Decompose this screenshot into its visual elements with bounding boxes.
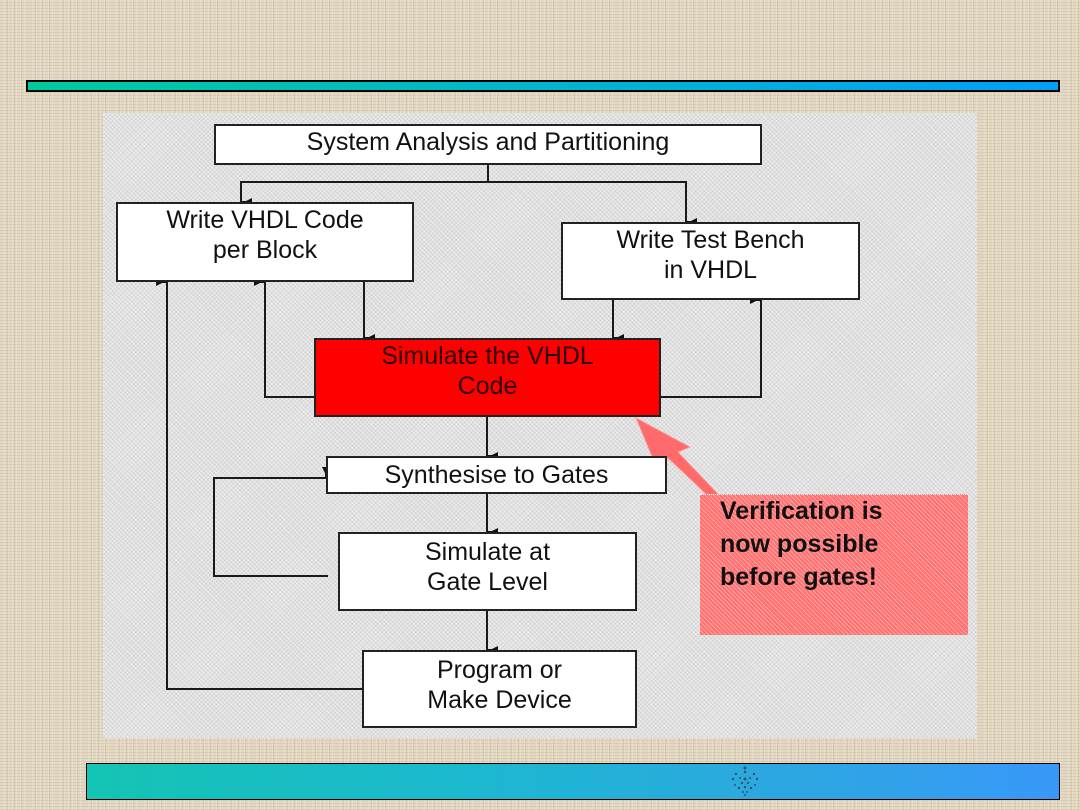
edge-split-to-write-vhdl bbox=[240, 181, 488, 206]
callout-line: before gates! bbox=[720, 563, 877, 591]
node-label-line: Write VHDL Code bbox=[166, 206, 364, 234]
callout-line: Verification is bbox=[720, 497, 883, 525]
node-label-line: Code bbox=[457, 372, 518, 400]
node-label-line: per Block bbox=[212, 236, 318, 264]
node-simulate-gate-level: Simulate at Gate Level bbox=[338, 532, 637, 611]
edge-simulate-to-write-vhdl bbox=[254, 278, 315, 398]
node-program-make-device: Program or Make Device bbox=[362, 650, 637, 728]
node-label-line: Gate Level bbox=[427, 568, 548, 596]
title-divider-bar bbox=[26, 80, 1060, 92]
edge-program-to-write-vhdl bbox=[156, 278, 363, 690]
node-label-line: Program or bbox=[436, 656, 563, 684]
node-simulate-vhdl-code: Simulate the VHDL Code bbox=[314, 338, 661, 417]
footer-bar bbox=[86, 763, 1060, 800]
callout-line: now possible bbox=[720, 530, 879, 558]
edge-split-to-testbench bbox=[488, 181, 697, 226]
node-system-analysis: System Analysis and Partitioning bbox=[214, 124, 762, 165]
crest-icon bbox=[731, 766, 759, 796]
node-label-line: System Analysis and Partitioning bbox=[306, 128, 670, 156]
node-label-line: in VHDL bbox=[663, 256, 758, 284]
node-label-line: Simulate at bbox=[424, 538, 551, 566]
node-write-test-bench: Write Test Bench in VHDL bbox=[561, 222, 860, 300]
node-label-line: Simulate the VHDL bbox=[381, 342, 594, 370]
verification-callout: Verification is now possible before gate… bbox=[700, 494, 968, 635]
edge-simulate-to-testbench bbox=[660, 296, 762, 398]
node-synthesise-to-gates: Synthesise to Gates bbox=[326, 456, 667, 494]
node-label-line: Synthesise to Gates bbox=[384, 461, 609, 489]
node-label-line: Write Test Bench bbox=[616, 226, 805, 254]
node-label-line: Make Device bbox=[427, 686, 572, 714]
edge-gate-sim-to-synthesise bbox=[213, 467, 330, 577]
node-write-vhdl-code: Write VHDL Code per Block bbox=[116, 202, 414, 282]
